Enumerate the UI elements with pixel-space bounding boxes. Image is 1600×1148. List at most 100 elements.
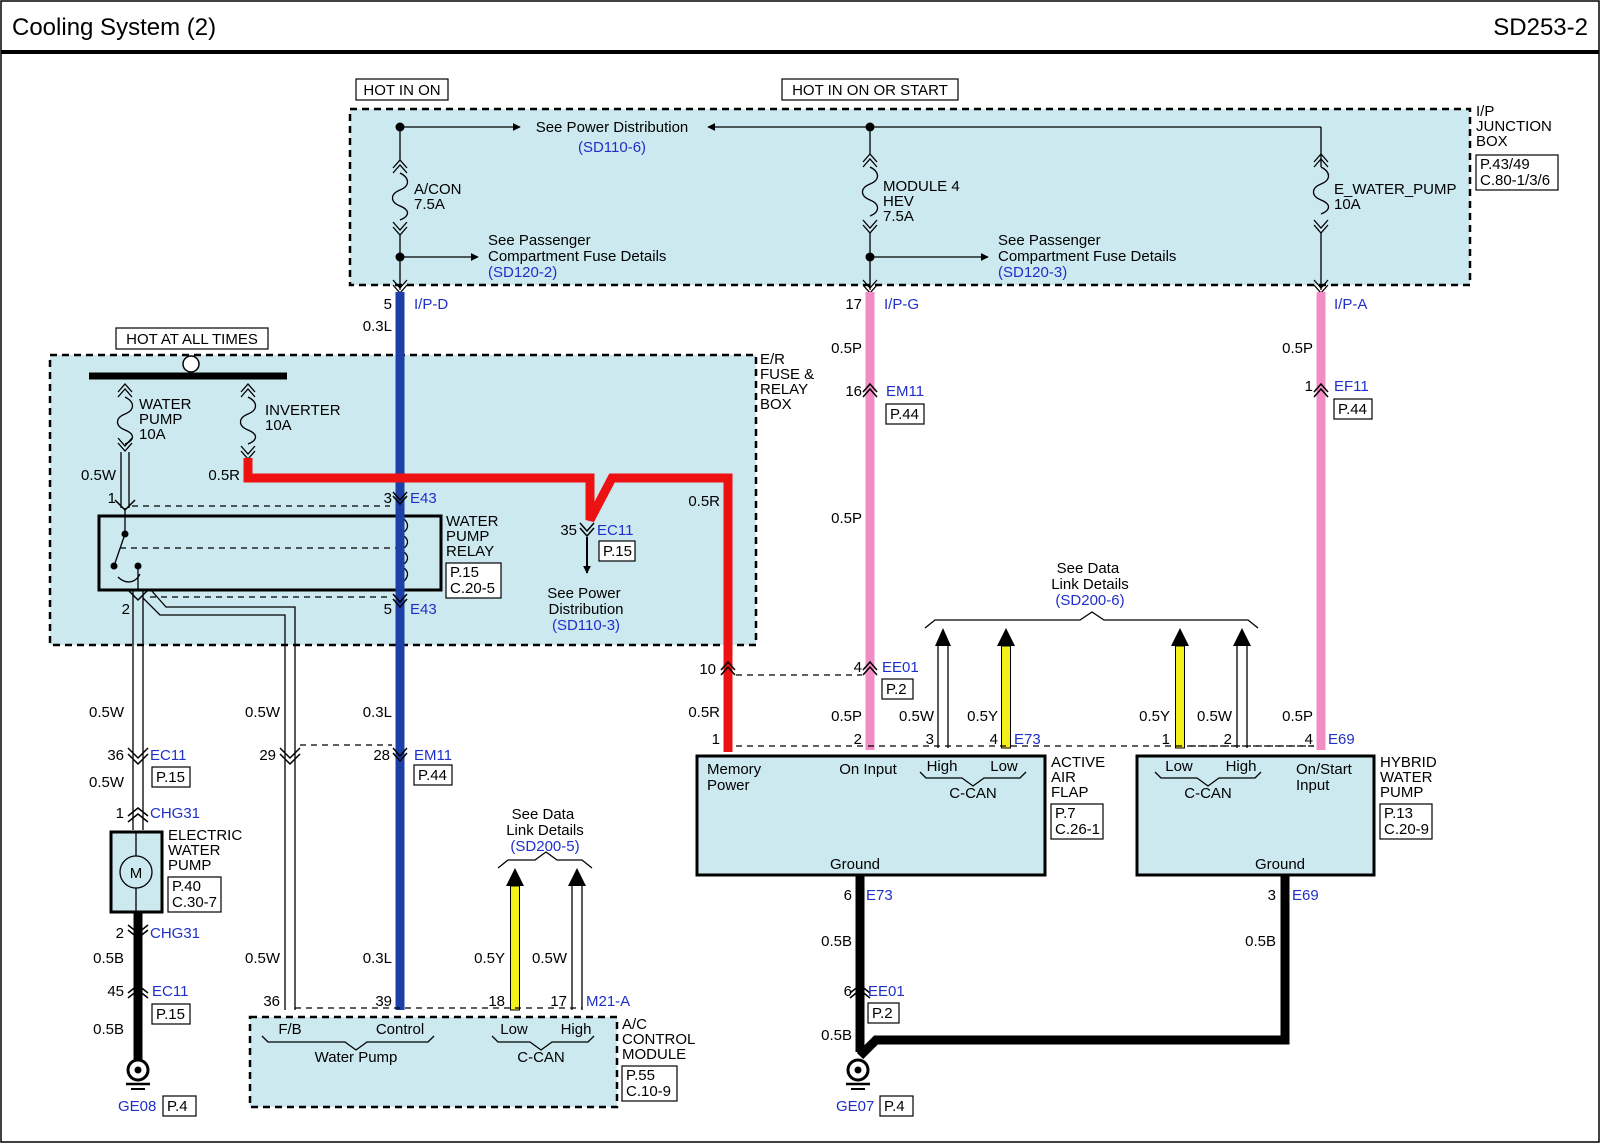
see-power-distribution-text: See Power Distribution xyxy=(536,119,689,136)
svg-text:5: 5 xyxy=(384,601,392,618)
svg-text:17: 17 xyxy=(550,993,567,1010)
svg-text:10: 10 xyxy=(699,661,716,678)
ip-junction-box: HOT IN ON HOT IN ON OR START I/P JUNCTIO… xyxy=(348,78,1559,294)
svg-text:P.44: P.44 xyxy=(890,406,919,423)
ip-junction-box-name: I/P JUNCTION BOX xyxy=(1476,103,1556,150)
svg-text:0.5R: 0.5R xyxy=(208,467,240,484)
ac-water-pump-brace xyxy=(261,1035,435,1051)
fuse-acon-label: A/CON 7.5A xyxy=(414,181,466,213)
pump-ccan: C-CAN xyxy=(1184,785,1232,802)
svg-text:0.5R: 0.5R xyxy=(688,704,720,721)
hybrid-water-pump-ref: P.13 C.20-9 xyxy=(1384,805,1429,838)
svg-text:0.5B: 0.5B xyxy=(821,933,852,950)
svg-text:45: 45 xyxy=(107,983,124,1000)
fuse-module4-fuse-details-ref: (SD120-3) xyxy=(998,264,1067,281)
svg-text:5: 5 xyxy=(384,296,392,313)
svg-text:P.2: P.2 xyxy=(872,1005,893,1022)
ground-ge07-ref-box xyxy=(879,1095,914,1117)
svg-text:E73: E73 xyxy=(866,887,893,904)
svg-text:2: 2 xyxy=(854,731,862,748)
connector-names: I/P-D I/P-G I/P-A EM11 EF11 E43 EC11 E43… xyxy=(150,296,1369,1010)
flap-ground: Ground xyxy=(830,856,880,873)
data-link-brace-top xyxy=(924,611,1259,629)
er-fuse-relay-box-name: E/R FUSE & RELAY BOX xyxy=(760,351,818,413)
hot-in-on-or-start-label: HOT IN ON OR START xyxy=(792,82,948,99)
page-title: Cooling System (2) xyxy=(12,14,216,41)
data-link-top-ref: (SD200-6) xyxy=(1055,592,1124,609)
svg-text:EC11: EC11 xyxy=(152,983,188,1000)
svg-text:0.5W: 0.5W xyxy=(245,704,281,721)
data-link-top-text: See Data Link Details xyxy=(1051,560,1129,593)
svg-text:P.15: P.15 xyxy=(156,1006,185,1023)
svg-text:EC11: EC11 xyxy=(597,522,633,539)
wire-yellow-pump-low xyxy=(1175,645,1185,749)
svg-text:EC11: EC11 xyxy=(150,747,186,764)
see-power-distribution-ref: (SD110-6) xyxy=(578,139,646,156)
fuse-e-water-pump xyxy=(1312,150,1330,294)
svg-text:6: 6 xyxy=(844,887,852,904)
ac-ccan: C-CAN xyxy=(517,1049,565,1066)
svg-text:1: 1 xyxy=(1305,378,1313,395)
electric-water-pump-ref-box xyxy=(167,876,222,913)
ground-ge08-ref-box xyxy=(162,1095,197,1117)
flap-on-input: On Input xyxy=(839,761,897,778)
ac-low: Low xyxy=(500,1021,528,1038)
ac-control-module xyxy=(248,1015,619,1109)
svg-text:4: 4 xyxy=(990,731,998,748)
flap-low: Low xyxy=(990,758,1018,775)
ip-junction-box-ref-box xyxy=(1475,154,1559,191)
fuse-water-pump-label: WATER PUMP 10A xyxy=(139,396,196,443)
svg-text:0.5B: 0.5B xyxy=(93,950,124,967)
pump-low: Low xyxy=(1165,758,1193,775)
water-pump-relay-name: WATER PUMP RELAY xyxy=(446,513,503,560)
svg-text:0.5R: 0.5R xyxy=(688,493,720,510)
water-pump-relay xyxy=(97,514,443,592)
active-air-flap xyxy=(695,754,1047,877)
active-air-flap-ref: P.7 C.26-1 xyxy=(1055,805,1100,838)
svg-text:0.5P: 0.5P xyxy=(1282,340,1313,357)
svg-text:2: 2 xyxy=(122,601,130,618)
svg-text:0.5W: 0.5W xyxy=(245,950,281,967)
svg-text:E43: E43 xyxy=(410,490,437,507)
ac-high: High xyxy=(561,1021,592,1038)
svg-text:E69: E69 xyxy=(1292,887,1319,904)
pump-ground: Ground xyxy=(1255,856,1305,873)
wire-labels: 0.3L 0.5P 0.5P 0.5W 0.5R 0.5R 0.5P 0.5W … xyxy=(81,318,1313,1044)
svg-text:0.5P: 0.5P xyxy=(1282,708,1313,725)
fuse-acon xyxy=(391,127,479,294)
hot-at-all-times-label-box xyxy=(115,327,269,350)
electric-water-pump-ref: P.40 C.30-7 xyxy=(172,878,217,911)
svg-text:17: 17 xyxy=(845,296,862,313)
active-air-flap-ref-box xyxy=(1050,803,1104,840)
wire-black-e69 xyxy=(856,874,1290,1060)
svg-text:0.5B: 0.5B xyxy=(821,1027,852,1044)
hot-in-on-or-start-label-box xyxy=(781,78,959,101)
fuse-module4-hev-label: MODULE 4 HEV 7.5A xyxy=(883,178,964,225)
svg-text:EE01: EE01 xyxy=(868,983,905,1000)
relay-switch-arc xyxy=(117,573,141,583)
svg-text:E73: E73 xyxy=(1014,731,1041,748)
svg-text:1: 1 xyxy=(108,490,116,507)
data-link-arrows-bottom xyxy=(506,868,586,886)
svg-text:P.44: P.44 xyxy=(418,767,447,784)
svg-text:2: 2 xyxy=(116,925,124,942)
wire-white-feedback xyxy=(142,589,296,1010)
ip-junction-box-area xyxy=(348,107,1472,287)
pump-ccan-brace xyxy=(1154,771,1262,787)
svg-text:I/P-A: I/P-A xyxy=(1334,296,1367,313)
er-see-power-distribution: See Power Distribution xyxy=(547,585,625,618)
svg-text:0.5Y: 0.5Y xyxy=(967,708,998,725)
active-air-flap-name: ACTIVE AIR FLAP xyxy=(1051,754,1109,801)
electric-water-pump-name: ELECTRIC WATER PUMP xyxy=(168,827,246,874)
svg-text:3: 3 xyxy=(1268,887,1276,904)
page-code: SD253-2 xyxy=(1493,14,1588,41)
hot-in-on-label: HOT IN ON xyxy=(363,82,440,99)
flap-ccan: C-CAN xyxy=(949,785,997,802)
svg-text:29: 29 xyxy=(259,747,276,764)
wire-white-flap-high xyxy=(937,646,949,748)
flap-high: High xyxy=(927,758,958,775)
bus-terminal xyxy=(182,355,200,373)
pump-high: High xyxy=(1226,758,1257,775)
svg-text:0.3L: 0.3L xyxy=(363,950,392,967)
